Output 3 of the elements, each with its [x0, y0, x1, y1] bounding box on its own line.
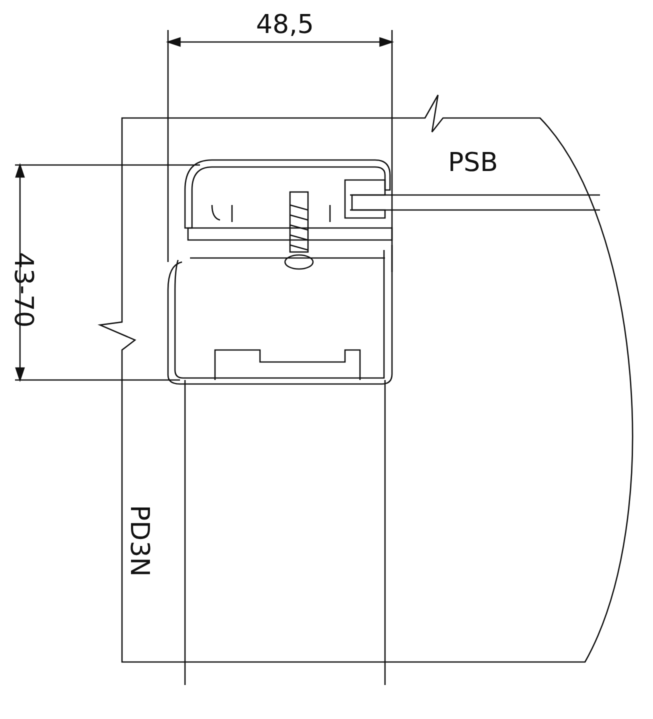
part-label: PSB	[448, 150, 498, 176]
part-label: PD3N	[126, 505, 152, 577]
dimension-value: 48,5	[256, 12, 314, 38]
